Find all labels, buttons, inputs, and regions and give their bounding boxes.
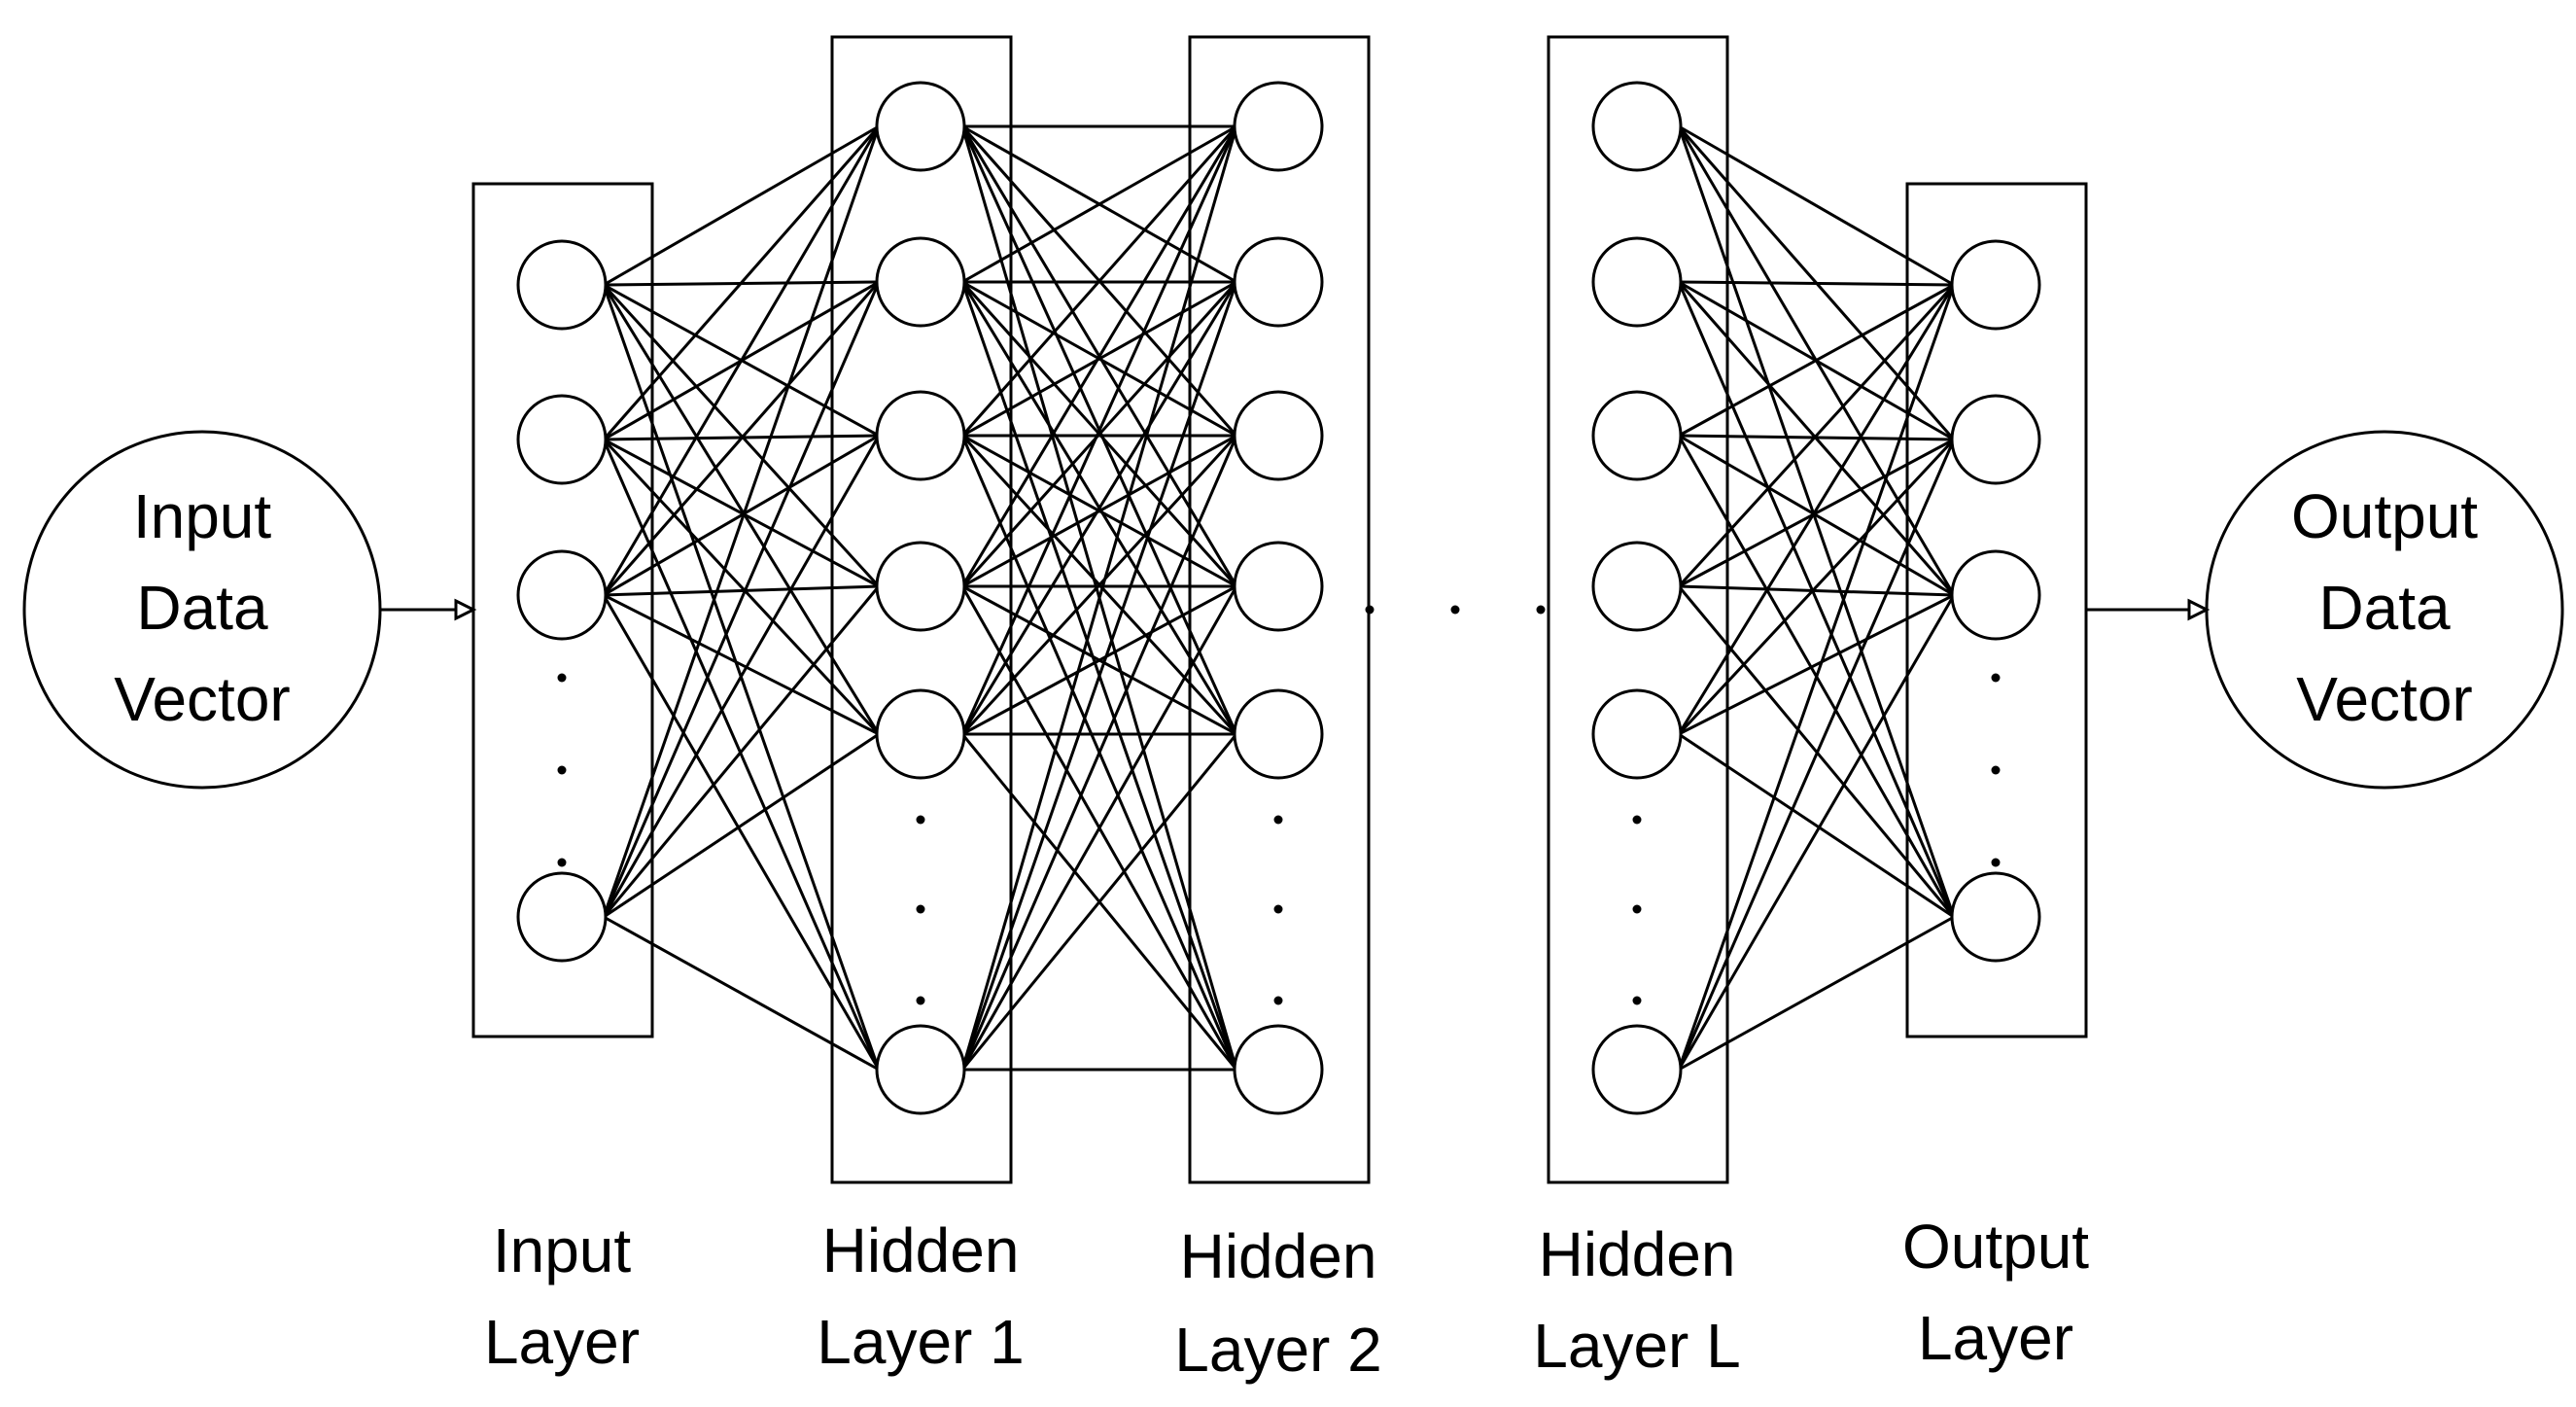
neuron-node [1950, 871, 2041, 963]
connection-line [603, 434, 880, 597]
output-vector-label-line1: Output [2291, 481, 2478, 551]
neuron-node [1591, 390, 1683, 481]
ellipsis-dot [1450, 605, 1460, 615]
output-vector-label-line3: Vector [2296, 664, 2472, 734]
input-arrow-head [454, 598, 477, 621]
hidden-layer-l-label-line1: Hidden [1539, 1219, 1736, 1289]
ellipsis-dot [1273, 815, 1283, 825]
neuron-node [1591, 236, 1683, 328]
neuron-node [875, 541, 966, 632]
neuron-node [1233, 541, 1324, 632]
hidden-layer-l-label-line2: Layer L [1533, 1311, 1740, 1381]
ellipsis-dot [557, 858, 567, 867]
neuron-node [516, 549, 608, 641]
connection-line [603, 732, 880, 919]
neuron-node [1233, 236, 1324, 328]
input-data-vector-circle [22, 430, 382, 790]
hidden-layer-2-label-line1: Hidden [1180, 1221, 1377, 1291]
neuron-node [875, 1024, 966, 1115]
connection-line [1678, 124, 1955, 287]
ellipsis-dot [1632, 904, 1642, 914]
input-vector-label-line1: Input [133, 481, 272, 551]
neuron-node [1950, 394, 2041, 485]
neuron-node [1233, 688, 1324, 780]
ellipsis-dot [1991, 673, 2001, 683]
neuron-node [1591, 81, 1683, 172]
neuron-node [516, 394, 608, 485]
output-vector-label-line2: Data [2318, 573, 2451, 643]
ellipsis-dots [557, 605, 2001, 1005]
ellipsis-dot [916, 996, 925, 1005]
ellipsis-dot [1991, 858, 2001, 867]
neuron-node [1233, 390, 1324, 481]
connection-line [1678, 732, 1955, 919]
ellipsis-dot [1273, 996, 1283, 1005]
connection-line [602, 125, 881, 918]
neuron-node [1950, 239, 2041, 331]
hidden-layer-2-label-line2: Layer 2 [1174, 1315, 1381, 1385]
neuron-node [875, 688, 966, 780]
input-vector-label-line2: Data [136, 573, 268, 643]
connection-line [1678, 280, 1955, 287]
ellipsis-dot [557, 765, 567, 775]
neuron-node [1591, 541, 1683, 632]
ellipsis-dot [1632, 815, 1642, 825]
ellipsis-dot [1273, 904, 1283, 914]
neuron-node [875, 390, 966, 481]
neuron-node [875, 236, 966, 328]
output-layer-label-line2: Layer [1918, 1303, 2073, 1373]
connection-line [603, 438, 880, 588]
connection-line [1678, 438, 1955, 588]
layer-box-hiddenL [1547, 35, 1729, 1184]
neuron-node [516, 871, 608, 963]
ellipsis-dot [1536, 605, 1546, 615]
neuron-node [1233, 81, 1324, 172]
ellipsis-dot [1365, 605, 1375, 615]
connection-line [603, 915, 880, 1072]
neuron-node [516, 239, 608, 331]
neuron-node [875, 81, 966, 172]
connection-line [1678, 434, 1955, 597]
ellipsis-dot [1991, 765, 2001, 775]
connection-line [602, 585, 881, 918]
neuron-node [1233, 1024, 1324, 1115]
input-layer-label-line2: Layer [484, 1307, 640, 1377]
data-flow-arrows [380, 598, 2210, 621]
connection-line [602, 281, 881, 918]
hidden-layer-1-label-line1: Hidden [822, 1215, 1020, 1285]
ellipsis-dot [916, 904, 925, 914]
connection-line [602, 439, 881, 1071]
input-layer-label-line1: Input [493, 1215, 632, 1285]
connection-line [1678, 283, 1955, 438]
neuron-nodes [516, 81, 2041, 1115]
neuron-node [1950, 549, 2041, 641]
ellipsis-dot [916, 815, 925, 825]
neuron-node [1591, 688, 1683, 780]
connection-line [1677, 284, 1956, 1071]
ellipsis-dot [1632, 996, 1642, 1005]
connection-line [1677, 281, 1956, 918]
neuron-node [1591, 1024, 1683, 1115]
connection-line [1677, 125, 1956, 918]
output-arrow-head [2187, 598, 2210, 621]
connection-line [1677, 439, 1956, 1071]
connection-line [603, 124, 880, 287]
ellipsis-dot [557, 673, 567, 683]
input-vector-label-line3: Vector [114, 664, 290, 734]
connection-line [1678, 915, 1955, 1072]
layer-box-hidden1 [830, 35, 1013, 1184]
output-data-vector-circle [2205, 430, 2564, 790]
hidden-layer-1-label-line2: Layer 1 [817, 1307, 1024, 1377]
output-layer-label-line1: Output [1902, 1212, 2089, 1282]
